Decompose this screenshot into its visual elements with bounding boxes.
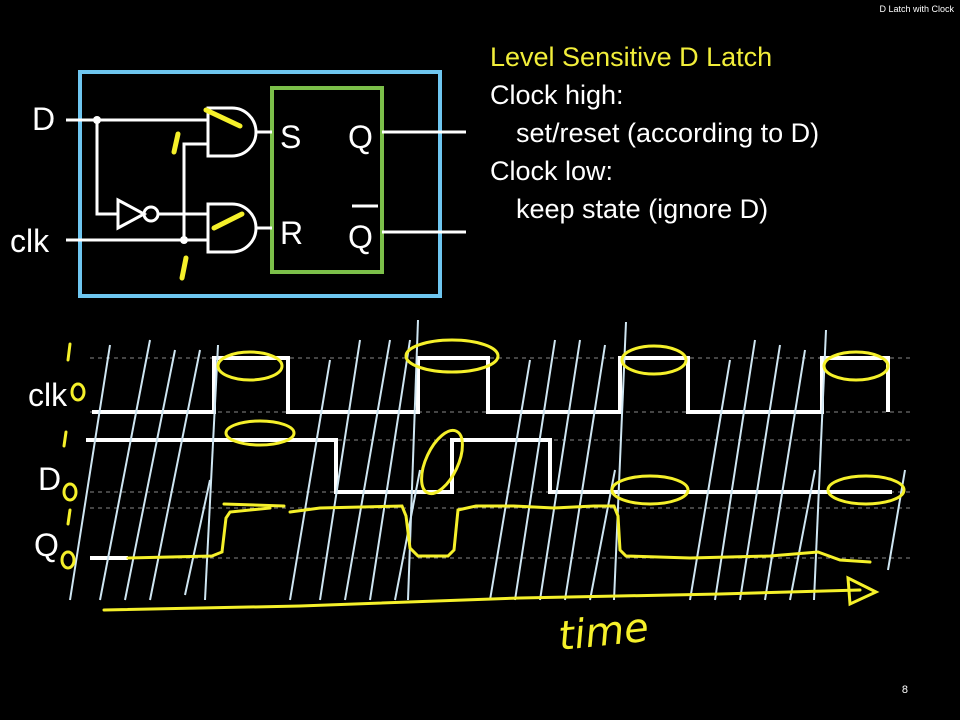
hatch-line	[99, 339, 151, 601]
timing-diagram: clk D Q time	[28, 319, 912, 660]
hatch-line	[789, 469, 816, 601]
ink-one-top	[171, 131, 181, 155]
sr-q-label: Q	[348, 119, 373, 155]
hatch-line	[204, 344, 219, 601]
hatch-line	[69, 344, 111, 601]
hatch-line	[184, 479, 211, 596]
latch-outer-box	[78, 70, 442, 298]
circuit-d-label: D	[32, 101, 55, 137]
page-number: 8	[901, 684, 908, 696]
sr-r-label: R	[280, 215, 303, 251]
timing-clk-label: clk	[28, 377, 68, 413]
hatch-line	[739, 344, 781, 601]
hatch-line	[124, 349, 176, 601]
ink-one-bottom	[179, 255, 189, 281]
ink-d-circle-2	[420, 428, 464, 496]
notes-heading: Level Sensitive D Latch	[490, 42, 773, 72]
latch-circuit: D clk S R Q Q	[10, 70, 466, 298]
hatch-line	[489, 359, 531, 601]
hatch-line	[564, 344, 606, 601]
ink-clk-circle-4	[822, 350, 890, 382]
timing-q-label: Q	[34, 527, 59, 563]
notes-keep-state: keep state (ignore D)	[516, 194, 769, 224]
ink-one-marks	[62, 342, 72, 526]
ink-d-circle-3	[610, 474, 690, 506]
inverter-gate	[116, 197, 148, 231]
sr-latch-box	[270, 86, 384, 274]
hatch-line	[369, 339, 411, 601]
circuit-clk-label: clk	[10, 223, 50, 259]
clk-to-top-and-wire	[182, 142, 208, 240]
slide-header-title: D Latch with Clock	[879, 4, 954, 14]
notes-set-reset: set/reset (according to D)	[516, 118, 820, 148]
notes-clock-low: Clock low:	[490, 156, 614, 186]
notes-panel: Level Sensitive D Latch Clock high: set/…	[490, 38, 819, 228]
hatch-line	[689, 359, 731, 601]
hatch-line	[344, 339, 391, 601]
ink-time-axis	[102, 588, 862, 612]
ink-clk-circle-2	[404, 338, 500, 374]
hatch-line	[289, 359, 331, 601]
hatch-line	[613, 321, 627, 601]
d-waveform	[86, 438, 892, 494]
ink-mark-top-and	[203, 107, 243, 129]
ink-zero-marks	[60, 382, 86, 570]
ink-clk-circle-3	[620, 344, 688, 376]
ink-mark-bottom-and	[211, 211, 245, 231]
sr-s-label: S	[280, 119, 301, 155]
and-gate-bottom	[206, 202, 258, 254]
and-gate-top	[206, 106, 258, 158]
hatch-line	[539, 339, 581, 601]
ink-clk-circle-1	[216, 350, 284, 382]
timing-d-label: D	[38, 461, 61, 497]
ink-d-circle-4	[826, 474, 906, 506]
d-to-inverter-wire	[95, 120, 118, 216]
sr-qbar-label: Q	[348, 219, 373, 255]
hatch-line	[514, 339, 556, 601]
hatch-line	[813, 329, 827, 601]
hatch-line	[319, 339, 361, 601]
ink-time-label: time	[556, 605, 651, 660]
clk-waveform	[92, 356, 890, 414]
notes-clock-high: Clock high:	[490, 80, 624, 110]
ink-time-arrow	[846, 575, 880, 607]
hatch-line	[714, 339, 756, 601]
ink-d-circle-1	[224, 419, 296, 447]
hatch-line	[764, 349, 806, 601]
circuit-ink-annotations	[171, 107, 245, 281]
ink-q-trace	[126, 502, 872, 564]
